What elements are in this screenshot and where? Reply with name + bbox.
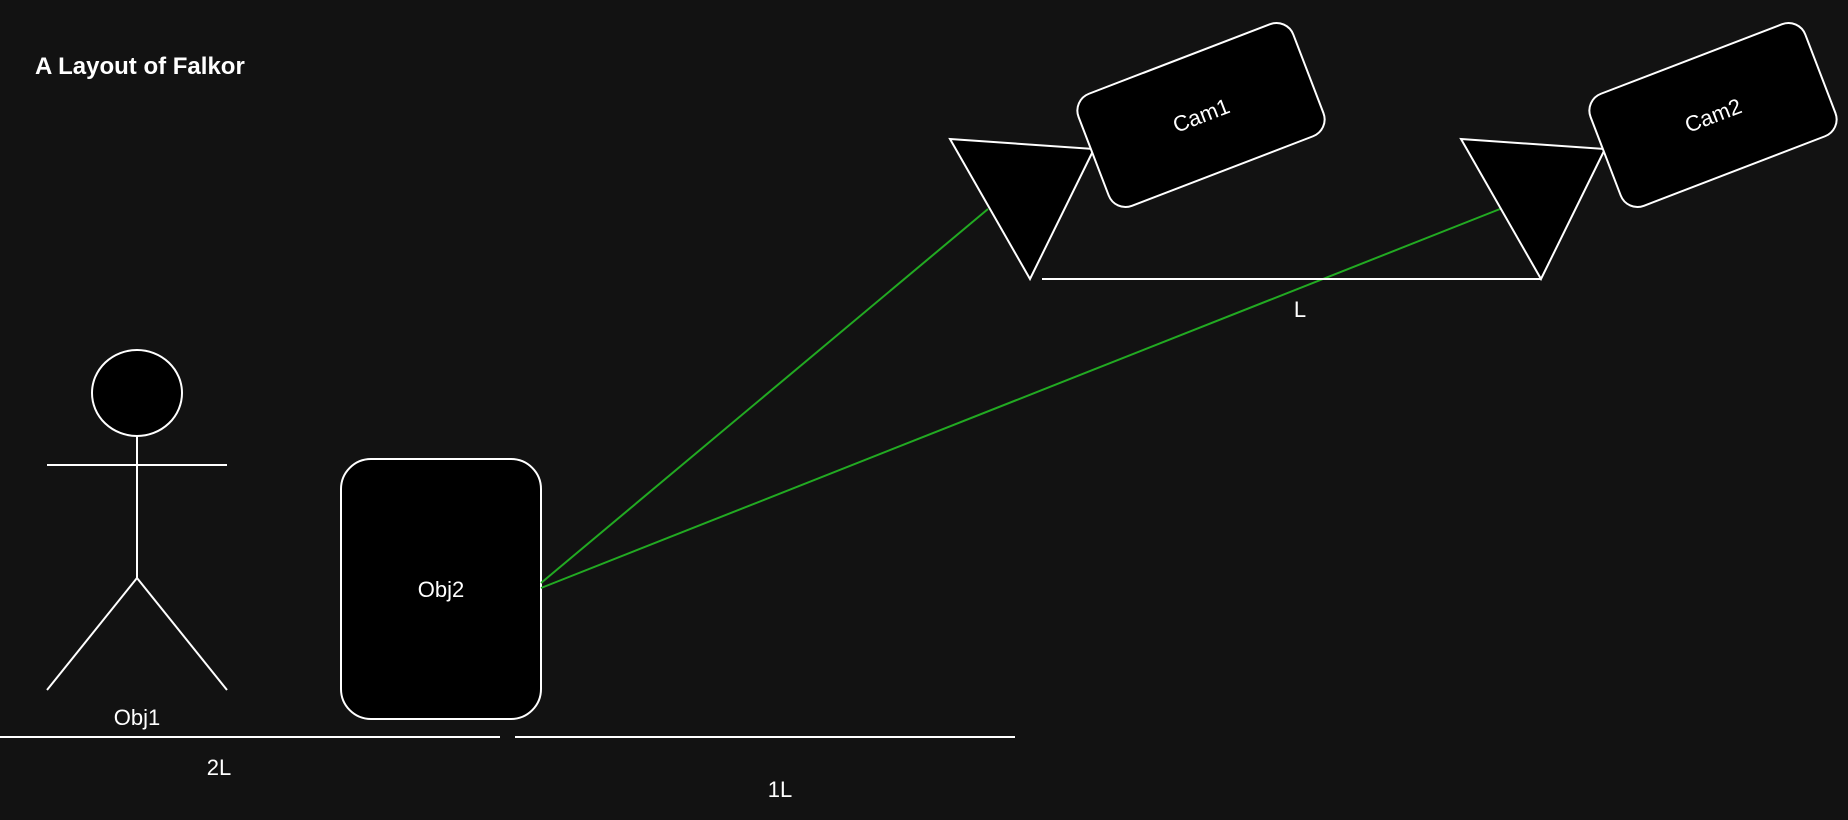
figure-left-leg — [46, 577, 138, 691]
figure-right-leg — [136, 577, 228, 691]
obj1-label: Obj1 — [114, 705, 160, 730]
camera-1-body — [1076, 22, 1326, 208]
camera-2: Cam2 — [1459, 22, 1838, 282]
sightline-cam1 — [540, 208, 989, 584]
camera-1-lens — [948, 137, 1096, 282]
camera-2-lens — [1459, 137, 1607, 282]
distance-label-2L: 2L — [207, 755, 231, 780]
stick-figure — [46, 349, 228, 691]
sightline-cam2 — [540, 208, 1501, 589]
camera-2-body — [1588, 22, 1838, 208]
figure-head — [91, 349, 183, 437]
obj2-label: Obj2 — [418, 577, 464, 602]
camera-1: Cam1 — [948, 22, 1326, 282]
obj2-box — [340, 458, 542, 720]
baseline-label: L — [1294, 297, 1306, 322]
distance-label-1L: 1L — [768, 777, 792, 802]
diagram-title: A Layout of Falkor — [35, 53, 245, 80]
